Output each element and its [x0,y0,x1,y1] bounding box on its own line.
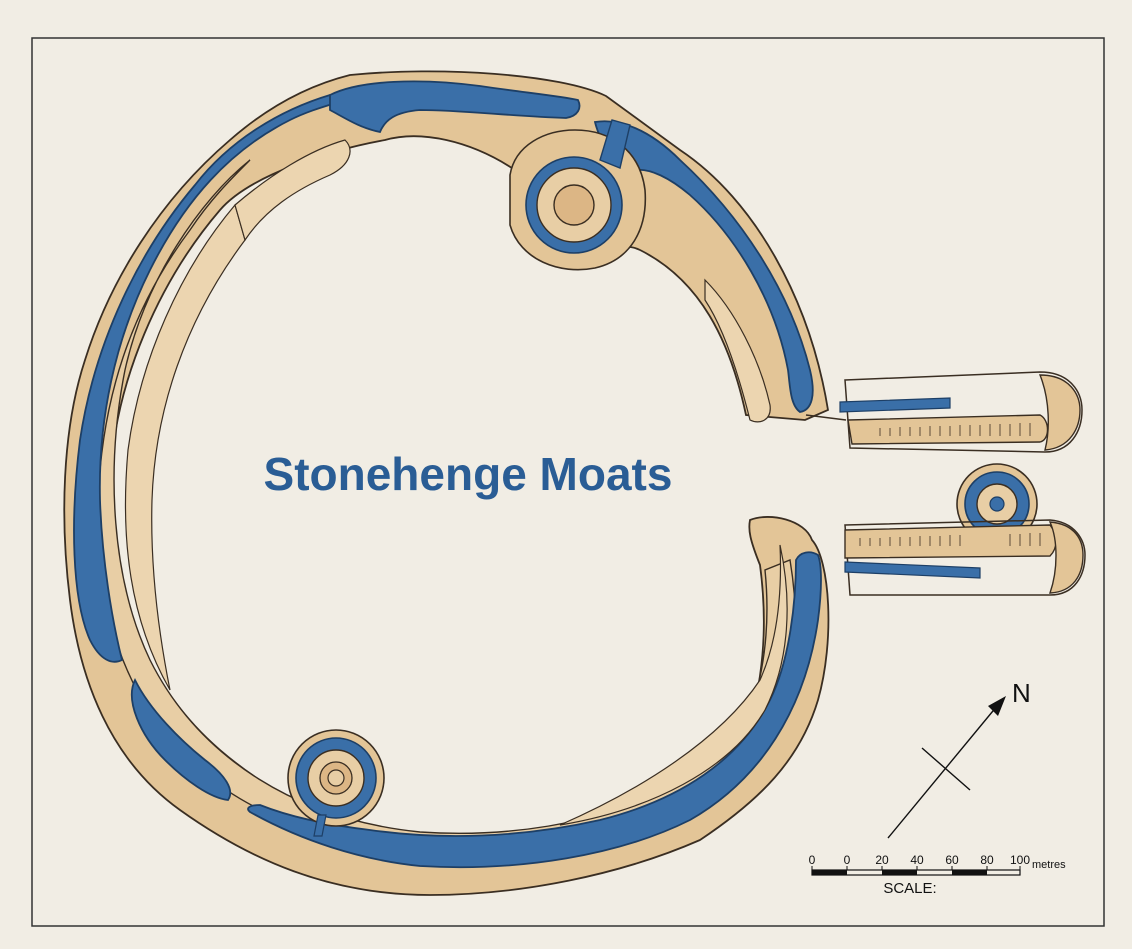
scale-tick-label: 0 [809,853,816,867]
scale-bar: 0 0 20 40 60 80 100 metres SCALE: [809,853,1066,897]
scale-tick-label: 60 [945,853,959,867]
north-label: N [1012,678,1031,708]
map-border [31,37,1105,927]
scale-tick-label: 40 [910,853,924,867]
map-title: Stonehenge Moats [264,448,673,500]
scale-unit: metres [1032,859,1066,871]
avenue-north [805,371,1083,453]
avenue-barrow [956,463,1038,545]
main-enclosure [63,70,830,896]
avenue-north-hatching [879,423,1031,436]
scale-tick-label: 20 [875,853,889,867]
avenue-south [844,519,1086,596]
avenue-south-hatching [859,533,1041,546]
inner-bank-highlight-south [559,544,788,826]
south-barrow [287,729,385,837]
moat-west [73,94,348,663]
moat-north [329,80,581,134]
moat-south [247,551,822,869]
scale-caption: SCALE: [883,880,936,897]
scale-tick-label: 0 [844,853,851,867]
scale-tick-label: 100 [1010,853,1030,867]
north-arrow: N [887,678,1031,839]
moat-southwest [130,677,232,801]
inner-bank-highlight-west [124,203,246,691]
north-arrowhead-icon [988,696,1006,716]
north-barrow [509,119,647,271]
scale-tick-label: 80 [980,853,994,867]
inner-bank-highlight-northeast [704,278,771,423]
inner-bank-highlight-north [234,139,351,242]
